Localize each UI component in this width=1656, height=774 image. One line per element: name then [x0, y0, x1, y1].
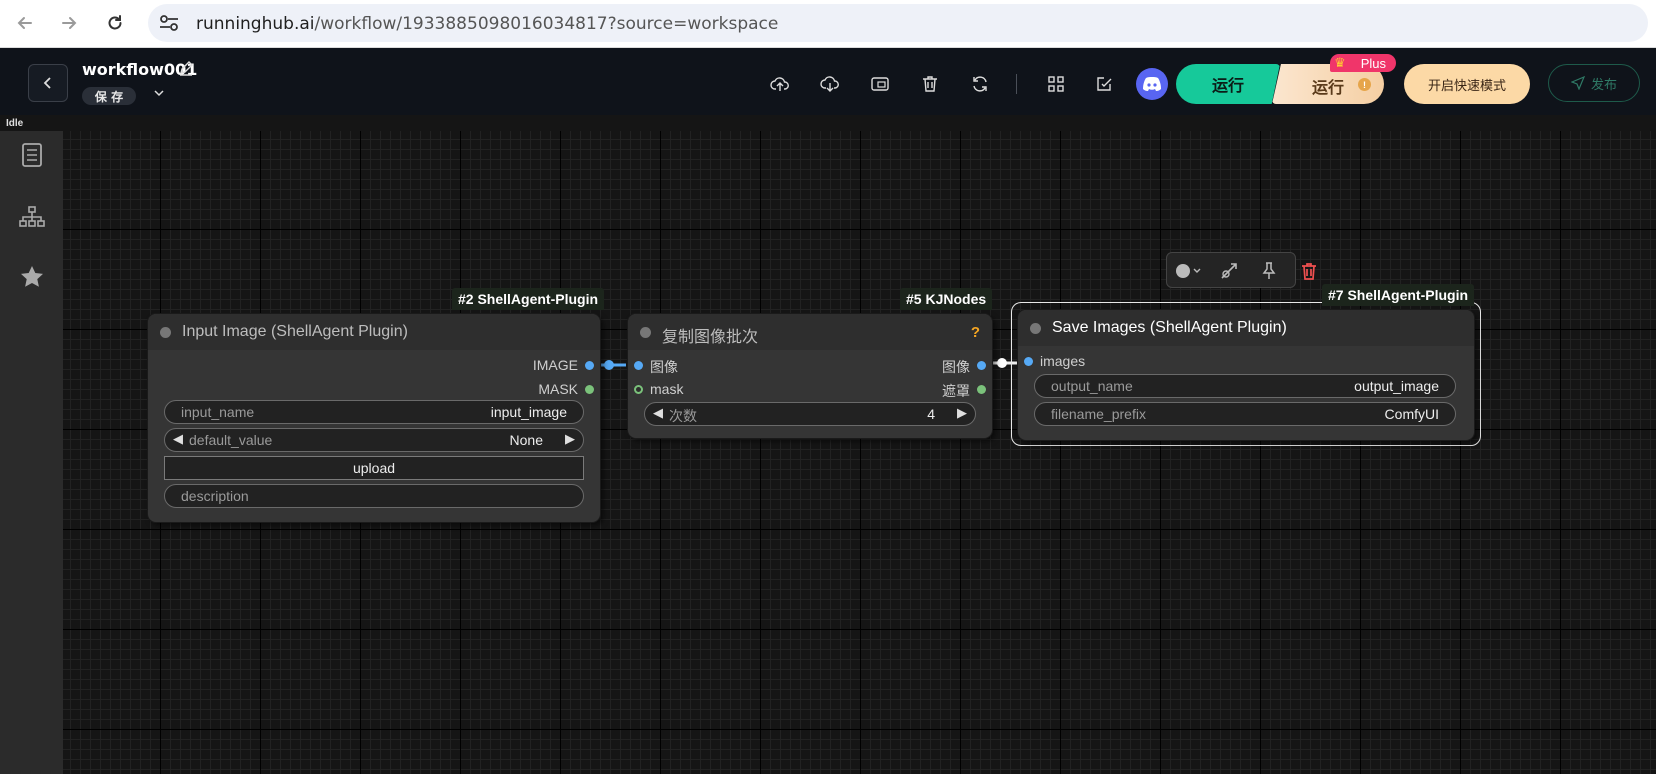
delete-icon[interactable]: [1299, 261, 1319, 281]
url-text: runninghub.ai/workflow/19338850980160348…: [196, 14, 778, 34]
discord-icon[interactable]: [1136, 68, 1168, 100]
download-cloud-icon[interactable]: [818, 72, 842, 96]
help-icon[interactable]: ?: [970, 324, 980, 341]
widget-label: description: [181, 488, 249, 504]
input-port-image[interactable]: [634, 361, 643, 370]
node-tag-input-image: #2 ShellAgent-Plugin: [452, 288, 605, 310]
arrow-left-icon[interactable]: ◀: [173, 431, 183, 446]
address-bar[interactable]: runninghub.ai/workflow/19338850980160348…: [148, 4, 1648, 42]
output-label-image: 图像: [942, 359, 970, 375]
grid-icon[interactable]: [1044, 72, 1068, 96]
upload-button[interactable]: upload: [164, 456, 584, 480]
input-port-mask[interactable]: [634, 385, 643, 394]
forward-arrow-icon[interactable]: [56, 10, 82, 36]
collapse-dot[interactable]: [1030, 323, 1041, 334]
url-path: /workflow/1933885098016034817?source=wor…: [314, 14, 779, 34]
node-title: Input Image (ShellAgent Plugin): [182, 323, 408, 340]
upload-cloud-icon[interactable]: [768, 72, 792, 96]
widget-label: output_name: [1051, 378, 1133, 394]
workflow-title: workflow001: [82, 60, 198, 79]
output-port-mask[interactable]: [977, 385, 986, 394]
collapse-dot[interactable]: [160, 327, 171, 338]
widget-value: None: [509, 432, 543, 448]
widget-value: 4: [927, 406, 935, 422]
send-icon: [1570, 76, 1585, 90]
reload-icon[interactable]: [102, 10, 128, 36]
status-strip: [0, 115, 1656, 131]
node-save-images[interactable]: Save Images (ShellAgent Plugin) images o…: [1018, 310, 1474, 440]
bypass-icon[interactable]: [1219, 261, 1239, 281]
output-name-field[interactable]: output_name output_image: [1034, 374, 1456, 398]
node-header[interactable]: Input Image (ShellAgent Plugin): [148, 314, 600, 350]
back-arrow-icon[interactable]: [12, 10, 38, 36]
trash-icon[interactable]: [918, 72, 942, 96]
node-title: Save Images (ShellAgent Plugin): [1052, 319, 1287, 336]
edit-check-icon[interactable]: [1092, 72, 1116, 96]
output-port-image[interactable]: [585, 361, 594, 370]
color-picker-icon[interactable]: [1175, 261, 1205, 281]
chevron-left-icon: [43, 77, 51, 89]
arrow-right-icon[interactable]: ▶: [957, 405, 967, 420]
back-button[interactable]: [28, 64, 68, 102]
node-input-image[interactable]: Input Image (ShellAgent Plugin) IMAGE MA…: [148, 314, 600, 522]
input-port-images[interactable]: [1024, 357, 1033, 366]
screenshot-icon[interactable]: [868, 72, 892, 96]
crown-icon: ♛: [1334, 55, 1346, 70]
output-label-mask: MASK: [538, 381, 578, 397]
pin-icon[interactable]: [1259, 261, 1279, 281]
node-tag-batch: #5 KJNodes: [900, 288, 993, 310]
status-text: Idle: [6, 118, 24, 129]
chevron-down-icon[interactable]: [152, 86, 166, 105]
plus-badge: Plus: [1330, 54, 1396, 72]
widget-label: filename_prefix: [1051, 406, 1146, 422]
fast-mode-button[interactable]: 开启快速模式: [1404, 64, 1530, 104]
default-value-combo[interactable]: ◀ default_value None ▶: [164, 428, 584, 452]
hierarchy-icon[interactable]: [18, 203, 46, 231]
node-image-batch-repeat[interactable]: 复制图像批次 ? 图像 mask 图像 遮罩 ◀ 次数 4 ▶: [628, 314, 992, 438]
publish-label: 发布: [1590, 77, 1617, 93]
node-header[interactable]: Save Images (ShellAgent Plugin): [1018, 310, 1474, 346]
left-sidebar: [0, 131, 63, 774]
arrow-right-icon[interactable]: ▶: [565, 431, 575, 446]
url-host: runninghub.ai: [196, 14, 315, 34]
document-icon[interactable]: [18, 141, 46, 169]
edit-pencil-icon[interactable]: [178, 60, 194, 81]
app-header: workflow001 保 存 运行 运行 ! Plus ♛ 开启快速模式 发布: [0, 48, 1656, 115]
count-stepper[interactable]: ◀ 次数 4 ▶: [644, 402, 976, 426]
star-icon[interactable]: [18, 263, 46, 291]
refresh-icon[interactable]: [968, 72, 992, 96]
widget-value: input_image: [490, 404, 567, 420]
publish-button[interactable]: 发布: [1548, 64, 1640, 102]
widget-label: 次数: [669, 408, 697, 424]
output-label-mask: 遮罩: [942, 383, 970, 399]
node-title: 复制图像批次: [662, 329, 759, 346]
output-label-image: IMAGE: [532, 357, 578, 373]
input-label-image: 图像: [650, 359, 678, 375]
arrow-left-icon[interactable]: ◀: [653, 405, 663, 420]
toolbar-divider: [1016, 74, 1017, 94]
input-label-mask: mask: [650, 381, 684, 397]
description-field[interactable]: description: [164, 484, 584, 508]
collapse-dot[interactable]: [640, 327, 651, 338]
site-settings-icon[interactable]: [158, 13, 180, 33]
widget-value: ComfyUI: [1384, 406, 1439, 422]
output-port-mask[interactable]: [585, 385, 594, 394]
input-name-field[interactable]: input_name input_image: [164, 400, 584, 424]
widget-value: output_image: [1354, 378, 1439, 394]
widget-label: default_value: [189, 432, 273, 448]
widget-label: input_name: [181, 404, 255, 420]
run-plus-label: 运行: [1312, 78, 1345, 97]
input-label-images: images: [1040, 353, 1086, 369]
selection-outline: [1011, 302, 1481, 446]
save-button[interactable]: 保 存: [82, 87, 136, 105]
node-tag-save-images: #7 ShellAgent-Plugin: [1322, 284, 1475, 306]
filename-prefix-field[interactable]: filename_prefix ComfyUI: [1034, 402, 1456, 426]
node-context-toolbar: [1166, 252, 1316, 288]
info-icon: !: [1358, 78, 1371, 91]
node-header[interactable]: 复制图像批次 ?: [628, 314, 992, 350]
output-port-image[interactable]: [977, 361, 986, 370]
browser-bar: runninghub.ai/workflow/19338850980160348…: [0, 0, 1656, 48]
run-button[interactable]: 运行: [1176, 64, 1280, 104]
